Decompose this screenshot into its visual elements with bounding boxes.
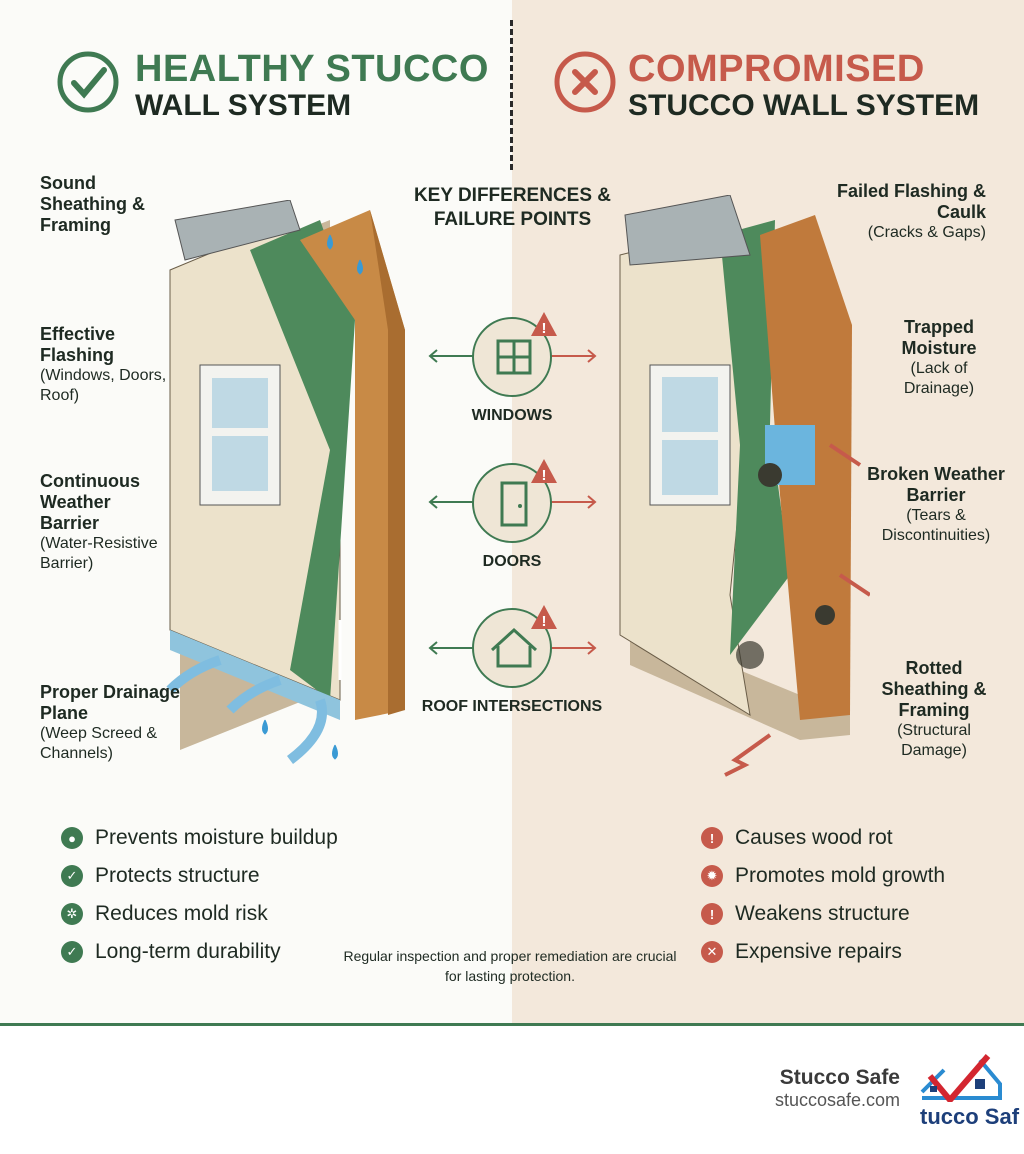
warning-icon: ! [531,605,557,630]
callout-drainage-plane: Proper Drainage Plane(Weep Screed & Chan… [40,682,190,764]
bullet-text: Prevents moisture buildup [95,826,338,849]
healthy-bullet: ● Prevents moisture buildup [61,826,338,850]
house-check-logo-icon [920,1054,1002,1102]
compromised-title-line1: COMPROMISED [628,48,925,90]
healthy-title-line2: WALL SYSTEM [135,88,352,122]
x-circle-icon [554,51,616,113]
logo-text: tucco Saf [920,1104,1020,1129]
window-icon [496,339,532,375]
bullet-text: Protects structure [95,864,260,887]
x-icon: ✕ [701,941,723,963]
callout-sub: (Windows, Doors, Roof) [40,367,167,404]
callout-label: Proper Drainage Plane [40,682,181,723]
healthy-title: HEALTHY STUCCO WALL SYSTEM [135,48,489,122]
inspection-note: Regular inspection and proper remediatio… [343,948,677,984]
callout-trapped-moisture: Trapped Moisture(Lack of Drainage) [884,317,994,399]
callout-broken-barrier: Broken Weather Barrier(Tears & Discontin… [866,464,1006,546]
callout-label: Continuous Weather Barrier [40,471,140,533]
callout-sub: (Water-Resistive Barrier) [40,535,158,572]
divider [510,20,513,170]
callout-sound-sheathing: Sound Sheathing & Framing [40,173,150,236]
healthy-bullet: ✓ Long-term durability [61,940,281,964]
compromised-bullet: ✕ Expensive repairs [701,940,902,964]
compromised-title: COMPROMISED STUCCO WALL SYSTEM [628,48,980,122]
check-icon: ✓ [61,941,83,963]
warning-icon: ! [531,459,557,484]
healthy-title-line1: HEALTHY STUCCO [135,48,489,90]
alert-icon: ! [701,827,723,849]
footer-brand: Stucco Safe stuccosafe.com [775,1066,900,1111]
bullet-text: Weakens structure [735,902,910,925]
key-item-label: DOORS [482,553,542,570]
callout-sub: (Weep Screed & Channels) [40,725,158,762]
compromised-title-line2: STUCCO WALL SYSTEM [628,88,980,122]
healthy-wall-illustration [166,200,405,764]
bullet-text: Causes wood rot [735,826,893,849]
svg-text:!: ! [542,613,547,630]
callout-sub: (Lack of Drainage) [903,360,975,397]
compromised-bullet: ✹ Promotes mold growth [701,864,945,888]
bullet-text: Long-term durability [95,940,281,963]
callout-sub: (Cracks & Gaps) [867,224,986,241]
svg-text:!: ! [542,467,547,484]
brand-name: Stucco Safe [779,1066,900,1089]
svg-text:!: ! [542,320,547,337]
callout-sub: (Structural Damage) [897,722,971,759]
key-item-label: ROOF INTERSECTIONS [421,698,603,715]
compromised-bullet: ! Causes wood rot [701,826,893,850]
bullet-text: Promotes mold growth [735,864,946,887]
compromised-wall-illustration [619,195,870,777]
mold-icon: ✹ [701,865,723,887]
bullet-text: Reduces mold risk [95,902,268,925]
compromised-bullet: ! Weakens structure [701,902,910,926]
water-drop-icon: ● [61,827,83,849]
roof-icon [490,627,538,668]
callout-sub: (Tears & Discontinuities) [881,507,991,544]
callout-label: Rotted Sheathing & Framing [881,658,987,720]
healthy-bullet: ✓ Protects structure [61,864,260,888]
door-icon [500,481,528,527]
callout-label: Effective Flashing [40,324,116,365]
check-circle-icon [57,51,119,113]
alert-icon: ! [701,903,723,925]
callout-label: Broken Weather Barrier [867,464,1005,505]
stucco-safe-logo: tucco Saf [920,1052,1019,1132]
footer [0,1023,1024,1154]
callout-label: Sound Sheathing & Framing [40,173,146,235]
brand-url[interactable]: stuccosafe.com [774,1090,900,1110]
center-arrows [428,349,597,655]
callout-rotted-framing: Rotted Sheathing & Framing(Structural Da… [874,658,994,761]
callout-label: Failed Flashing & Caulk [836,181,986,222]
callout-failed-flashing: Failed Flashing & Caulk (Cracks & Gaps) [786,181,986,243]
key-differences-title: KEY DIFFERENCES & FAILURE POINTS [413,185,612,230]
healthy-bullet: ✲ Reduces mold risk [61,902,268,926]
callout-weather-barrier: Continuous Weather Barrier(Water-Resisti… [40,471,160,574]
key-item-label: WINDOWS [471,407,553,424]
warning-icon: ! [531,312,557,337]
callout-label: Trapped Moisture [901,317,977,358]
check-icon: ✓ [61,865,83,887]
bullet-text: Expensive repairs [735,940,902,963]
mold-icon: ✲ [61,903,83,925]
callout-effective-flashing: Effective Flashing(Windows, Doors, Roof) [40,324,190,406]
